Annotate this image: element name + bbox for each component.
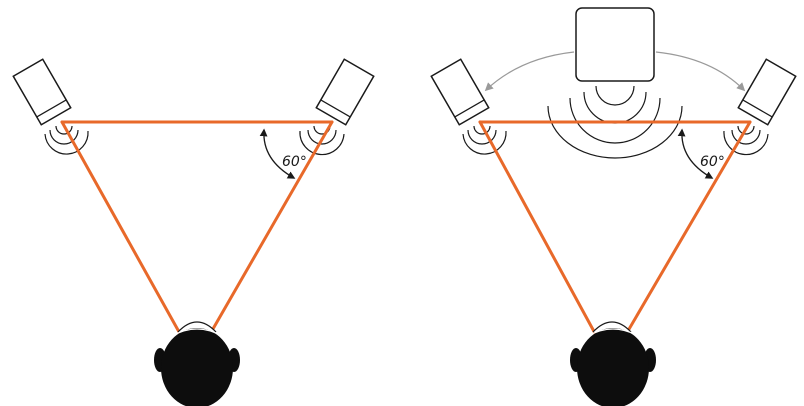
angle-arc: [259, 128, 296, 179]
right-speaker: [315, 58, 375, 126]
center-speaker: [575, 7, 655, 82]
left-speaker-sound-waves: [44, 125, 89, 155]
diagram-right: 60°: [430, 7, 797, 406]
left-speaker: [12, 58, 72, 126]
listening-triangle: [478, 120, 752, 350]
left-speaker: [430, 58, 490, 126]
center-to-left-arc: [484, 51, 575, 92]
left-speaker-sound-waves: [462, 125, 507, 155]
diagram-left: 60°: [12, 58, 375, 406]
angle-label: 60°: [700, 154, 725, 170]
right-speaker-sound-waves: [723, 125, 769, 156]
right-speaker: [737, 58, 797, 126]
listener-head: [154, 321, 240, 406]
angle-arc: [677, 128, 714, 179]
listener-head: [570, 321, 656, 406]
angle-label: 60°: [282, 154, 307, 170]
center-to-right-arc: [655, 51, 746, 92]
listening-triangle: [60, 120, 334, 350]
